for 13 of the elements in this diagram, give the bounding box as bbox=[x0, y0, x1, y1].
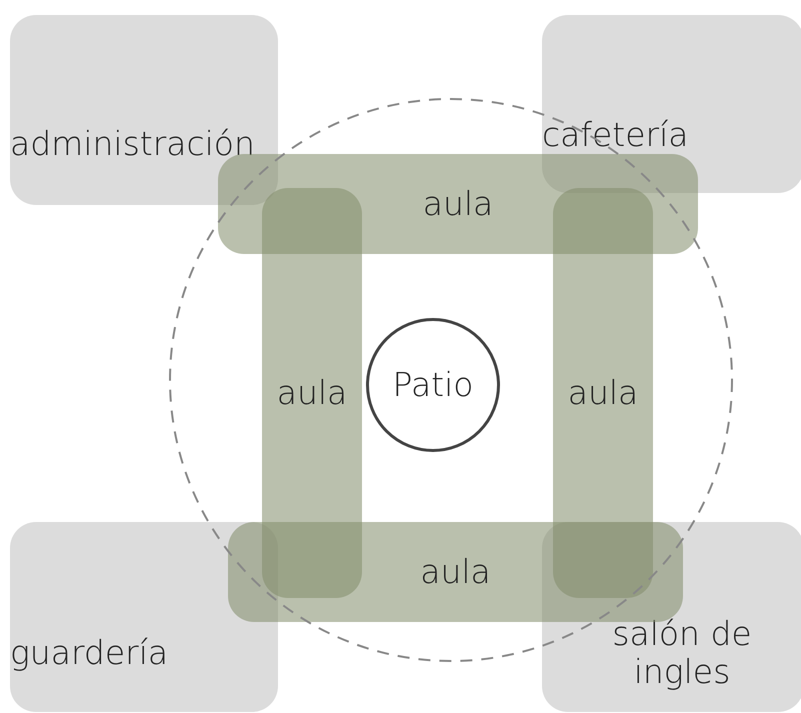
room-label: cafetería bbox=[542, 116, 688, 154]
room-block bbox=[542, 522, 801, 712]
room-block bbox=[10, 15, 278, 205]
room-label: aula bbox=[568, 374, 638, 412]
room-label: salón de ingles bbox=[611, 615, 753, 691]
room-label: administración bbox=[10, 125, 255, 163]
room-label: aula bbox=[422, 185, 494, 223]
room-block bbox=[542, 15, 801, 193]
room-label: aula bbox=[276, 374, 348, 412]
room-label: aula bbox=[420, 553, 491, 591]
room-block bbox=[10, 522, 278, 712]
room-label: guardería bbox=[10, 634, 168, 672]
room-label: Patio bbox=[392, 366, 474, 404]
